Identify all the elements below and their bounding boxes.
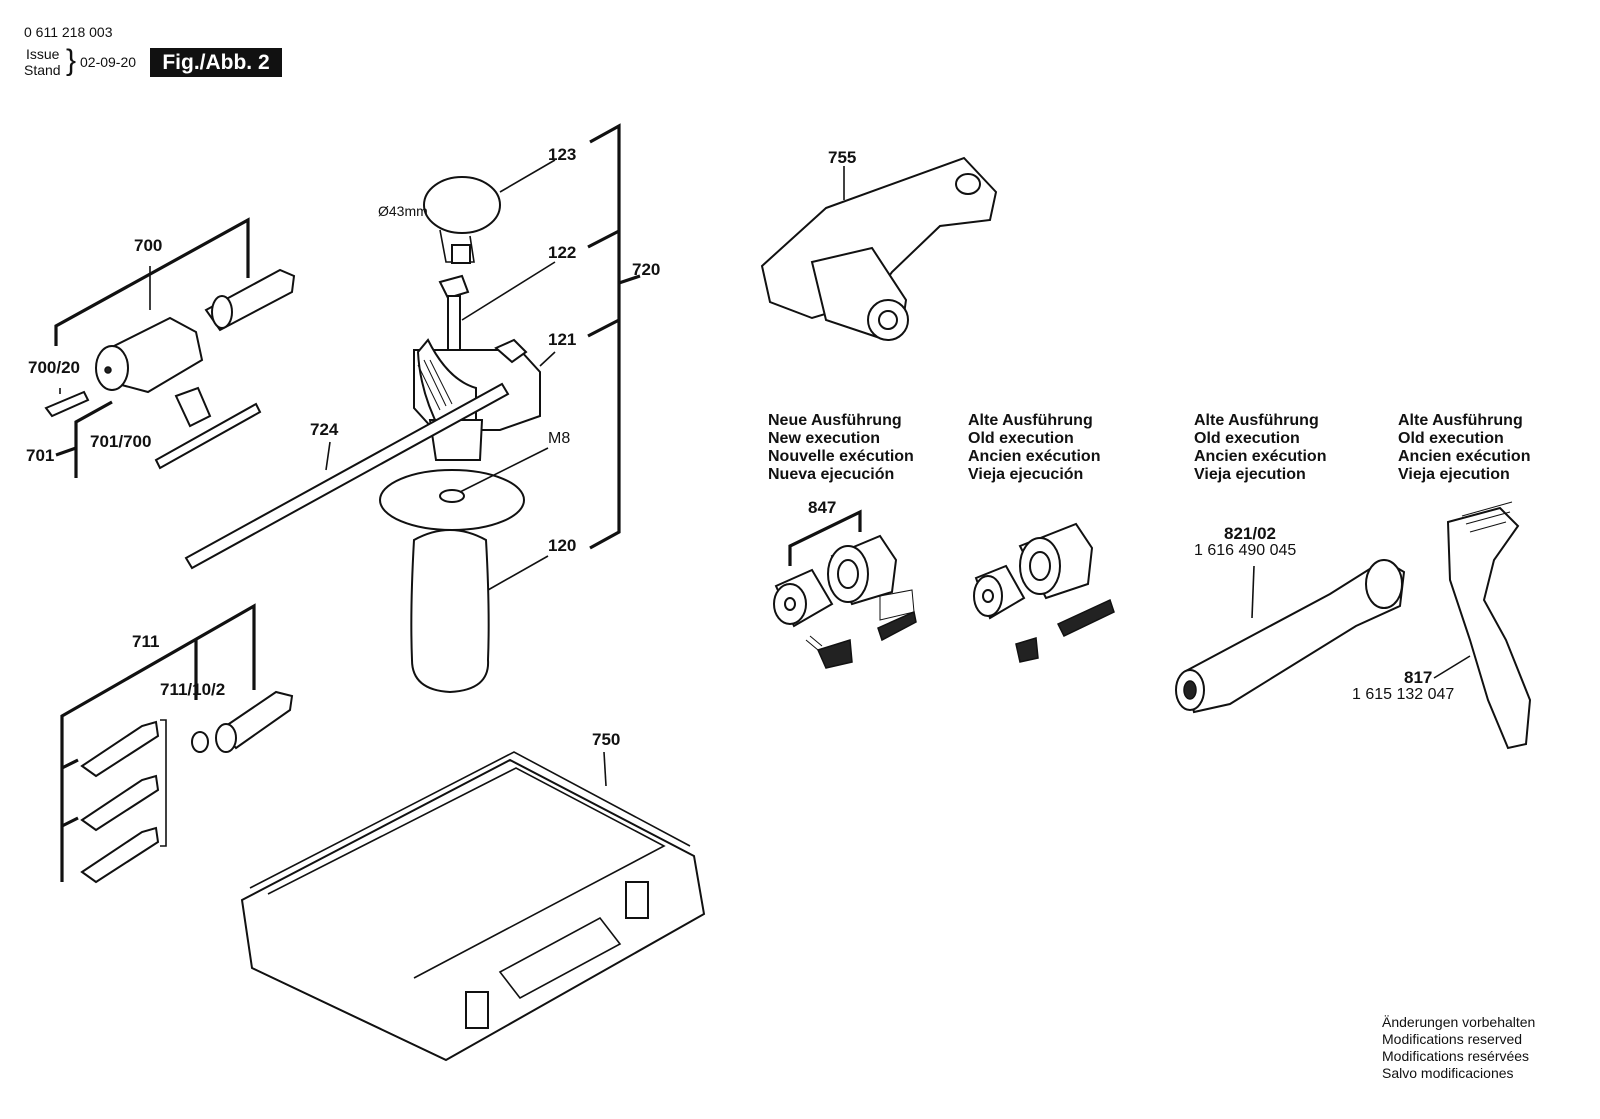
label-821-02-number: 1 616 490 045 <box>1194 542 1297 559</box>
part-700-20-screw <box>44 388 90 418</box>
document-number: 0 611 218 003 <box>24 24 113 40</box>
part-121-holder <box>413 338 556 461</box>
bracket-700 <box>54 217 250 478</box>
execution-line: Ancien exécution <box>968 448 1101 465</box>
bracket-720 <box>587 123 641 550</box>
execution-line: Alte Ausführung <box>1194 412 1319 429</box>
label-750: 750 <box>592 730 621 749</box>
label-701: 701 <box>26 446 55 465</box>
label-120: 120 <box>548 536 577 555</box>
execution-line: Vieja ejecution <box>1398 466 1510 483</box>
label-121: 121 <box>548 330 577 349</box>
execution-line: Nueva ejecución <box>768 466 895 483</box>
note-line: Modifications reserved <box>1382 1031 1523 1047</box>
issue-label: Issue <box>26 46 60 62</box>
execution-line: Vieja ejecution <box>1194 466 1306 483</box>
execution-line: Ancien exécution <box>1398 448 1531 465</box>
old-execution-bushings <box>973 522 1115 663</box>
execution-caption-new: Neue Ausführung New execution Nouvelle e… <box>768 412 914 484</box>
bracket-711 <box>60 603 256 882</box>
execution-line: Old execution <box>968 430 1074 447</box>
note-line: Änderungen vorbehalten <box>1382 1014 1536 1030</box>
issue-brace: } <box>66 44 77 77</box>
execution-caption-old-3: Alte Ausführung Old execution Ancien exé… <box>1398 412 1530 484</box>
execution-line: Nouvelle exécution <box>768 448 914 465</box>
label-821-02: 821/02 <box>1224 524 1276 543</box>
part-120-side-handle <box>379 447 549 694</box>
execution-caption-old-2: Alte Ausführung Old execution Ancien exé… <box>1194 412 1326 484</box>
part-750-carrying-case <box>240 751 706 1062</box>
part-821-02-spindle <box>1175 558 1406 714</box>
note-line: Salvo modificaciones <box>1382 1065 1514 1081</box>
execution-line: Neue Ausführung <box>768 412 902 429</box>
execution-line: Old execution <box>1194 430 1300 447</box>
label-817-number: 1 615 132 047 <box>1352 686 1455 703</box>
label-720: 720 <box>632 260 661 279</box>
execution-line: Vieja ejecución <box>968 466 1084 483</box>
label-m8: M8 <box>548 430 571 447</box>
part-724-depth-rod <box>184 382 510 570</box>
label-847: 847 <box>808 498 837 517</box>
execution-line: Ancien exécution <box>1194 448 1327 465</box>
label-700: 700 <box>134 236 163 255</box>
stand-label: Stand <box>24 62 61 78</box>
execution-line: New execution <box>768 430 881 447</box>
issue-date: 02-09-20 <box>80 54 137 70</box>
part-700-drill-chuck <box>95 266 296 394</box>
label-123: 123 <box>548 145 577 164</box>
part-817-housing-half <box>1433 501 1532 750</box>
label-817: 817 <box>1404 668 1433 687</box>
part-847-bushings <box>773 509 917 669</box>
execution-caption-old-1: Alte Ausführung Old execution Ancien exé… <box>968 412 1100 484</box>
part-711-screwdriver-bits <box>80 719 167 884</box>
figure-label: Fig./Abb. 2 <box>150 48 282 77</box>
label-122: 122 <box>548 243 577 262</box>
part-755-angle-attachment <box>760 156 998 341</box>
label-diameter: Ø43mm <box>378 203 428 219</box>
part-122-bolt <box>438 261 556 363</box>
label-711: 711 <box>132 632 160 651</box>
execution-line: Alte Ausführung <box>968 412 1093 429</box>
label-701-700: 701/700 <box>90 432 152 451</box>
part-711-10-2-bit-holder <box>191 690 294 753</box>
label-711-10-2: 711/10/2 <box>160 680 226 699</box>
execution-line: Alte Ausführung <box>1398 412 1523 429</box>
part-701-chuck-key <box>154 386 262 470</box>
execution-line: Old execution <box>1398 430 1504 447</box>
label-700-20: 700/20 <box>28 358 80 377</box>
modifications-note: Änderungen vorbehalten Modifications res… <box>1382 1014 1535 1082</box>
note-line: Modifications resérvées <box>1382 1048 1530 1064</box>
part-123-clamp-band <box>423 159 556 264</box>
label-724: 724 <box>310 420 339 439</box>
label-755: 755 <box>828 148 857 167</box>
